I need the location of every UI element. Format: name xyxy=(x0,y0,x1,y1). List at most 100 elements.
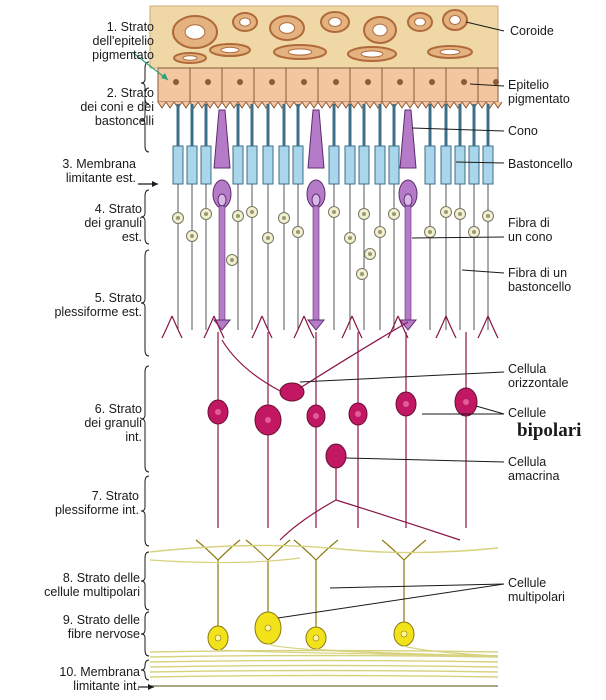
label-fibra-cono-line-2: un cono xyxy=(508,230,552,244)
bipolar-nucleus xyxy=(355,411,361,417)
label-layer-7-line-1: 7. Strato xyxy=(55,489,139,503)
rod-nucleolus xyxy=(362,212,366,216)
label-cono-line-1: Cono xyxy=(508,124,538,138)
label-layer-6-line-1: 6. Strato xyxy=(84,402,142,416)
horizontal-cell xyxy=(280,383,304,401)
choroid-vessel-lumen xyxy=(415,18,426,26)
choroid-vessel-lumen xyxy=(373,24,387,36)
label-layer-2-line-1: 2. Strato xyxy=(80,86,154,100)
arrow-head xyxy=(152,181,158,187)
epithelium-nucleus xyxy=(173,79,179,85)
layer-brace xyxy=(141,366,149,472)
rod-inner-segment xyxy=(187,146,197,184)
label-cellule-line-1: Cellule xyxy=(508,406,546,420)
label-cellula-orizzontale: Cellula orizzontale xyxy=(508,362,568,390)
label-layer-3: 3. Membrana limitante est. xyxy=(62,157,136,185)
rod-inner-segment xyxy=(329,146,339,184)
rod-inner-segment xyxy=(389,146,399,184)
cone-outer-segment xyxy=(214,110,230,168)
amacrine-process xyxy=(280,468,460,540)
rod-nucleolus xyxy=(486,214,490,218)
epithelium-nucleus xyxy=(205,79,211,85)
arrow-head xyxy=(148,684,154,690)
label-cellule-multipolari: Cellule multipolari xyxy=(508,576,565,604)
label-layer-4-line-2: dei granuli xyxy=(84,216,142,230)
choroid-vessel-lumen xyxy=(440,49,460,54)
dendrite-branch xyxy=(162,316,182,338)
rod-nucleolus xyxy=(472,230,476,234)
leader-line xyxy=(278,584,504,618)
label-layer-9: 9. Strato delle fibre nervose xyxy=(63,613,140,641)
layer-brace xyxy=(141,612,149,656)
cone-fiber xyxy=(219,206,225,320)
epithelium-nucleus xyxy=(365,79,371,85)
rod-nucleolus xyxy=(204,212,208,216)
rod-inner-segment xyxy=(469,146,479,184)
epithelium-nucleus xyxy=(333,79,339,85)
choroid-vessel-lumen xyxy=(279,23,294,34)
label-orizzontale-line-1: Cellula xyxy=(508,362,568,376)
amacrine-cell xyxy=(326,444,346,468)
leader-line xyxy=(412,237,504,238)
label-layer-6-line-3: int. xyxy=(84,430,142,444)
label-layer-1-line-1: 1. Strato xyxy=(92,20,154,34)
epithelium-nucleus xyxy=(397,79,403,85)
rod-inner-segment xyxy=(293,146,303,184)
label-amacrina-line-1: Cellula xyxy=(508,455,559,469)
label-layer-10-line-1: 10. Membrana xyxy=(59,665,140,679)
rod-inner-segment xyxy=(359,146,369,184)
label-layer-9-line-2: fibre nervose xyxy=(63,627,140,641)
bipolar-nucleus xyxy=(403,401,409,407)
label-layer-1: 1. Strato dell'epitelio pigmentato xyxy=(92,20,154,62)
label-bipolari: bipolari xyxy=(517,421,581,441)
rod-inner-segment xyxy=(233,146,243,184)
label-layer-3-line-2: limitante est. xyxy=(62,171,136,185)
label-layer-8-line-1: 8. Strato delle xyxy=(44,571,140,585)
rod-nucleolus xyxy=(190,234,194,238)
rod-nucleolus xyxy=(296,230,300,234)
label-layer-2-line-3: bastoncelli xyxy=(80,114,154,128)
rod-inner-segment xyxy=(425,146,435,184)
label-layer-9-line-1: 9. Strato delle xyxy=(63,613,140,627)
label-fibra-bastoncello-line-1: Fibra di un xyxy=(508,266,571,280)
rod-inner-segment xyxy=(441,146,451,184)
nerve-fiber xyxy=(150,666,498,668)
label-layer-4: 4. Strato dei granuli est. xyxy=(84,202,142,244)
rod-inner-segment xyxy=(483,146,493,184)
rod-inner-segment xyxy=(173,146,183,184)
label-epitelio-line-2: pigmentato xyxy=(508,92,570,106)
ganglion-nucleus xyxy=(215,635,221,641)
rod-nucleolus xyxy=(392,212,396,216)
label-coroide: Coroide xyxy=(510,24,554,38)
label-layer-5-line-2: plessiforme est. xyxy=(54,305,142,319)
dendrite-branch xyxy=(252,316,272,338)
label-layer-6: 6. Strato dei granuli int. xyxy=(84,402,142,444)
layer-brace xyxy=(141,190,149,244)
label-layer-10: 10. Membrana limitante int. xyxy=(59,665,140,693)
dendrite-branch xyxy=(294,316,314,338)
rod-nucleolus xyxy=(348,236,352,240)
choroid-vessel-lumen xyxy=(329,18,342,27)
choroid-vessel-lumen xyxy=(183,56,197,61)
rod-nucleolus xyxy=(266,236,270,240)
rod-inner-segment xyxy=(201,146,211,184)
label-layer-5-line-1: 5. Strato xyxy=(54,291,142,305)
epithelium-nucleus xyxy=(461,79,467,85)
label-epitelio-line-1: Epitelio xyxy=(508,78,570,92)
label-fibra-cono-line-1: Fibra di xyxy=(508,216,552,230)
layer-brace xyxy=(141,476,149,546)
label-layer-2: 2. Strato dei coni e dei bastoncelli xyxy=(80,86,154,128)
dendrite-branch xyxy=(342,316,362,338)
label-multipolari-line-1: Cellule xyxy=(508,576,565,590)
label-layer-4-line-1: 4. Strato xyxy=(84,202,142,216)
rod-nucleolus xyxy=(250,210,254,214)
bipolar-nucleus xyxy=(265,417,271,423)
choroid-vessel-lumen xyxy=(221,47,239,52)
label-fibra-bastoncello: Fibra di un bastoncello xyxy=(508,266,571,294)
epithelium-nucleus xyxy=(429,79,435,85)
choroid-vessel-lumen xyxy=(361,51,383,57)
cone-outer-segment xyxy=(308,110,324,168)
rod-inner-segment xyxy=(345,146,355,184)
leader-line xyxy=(346,458,504,462)
label-bastoncello: Bastoncello xyxy=(508,157,573,171)
